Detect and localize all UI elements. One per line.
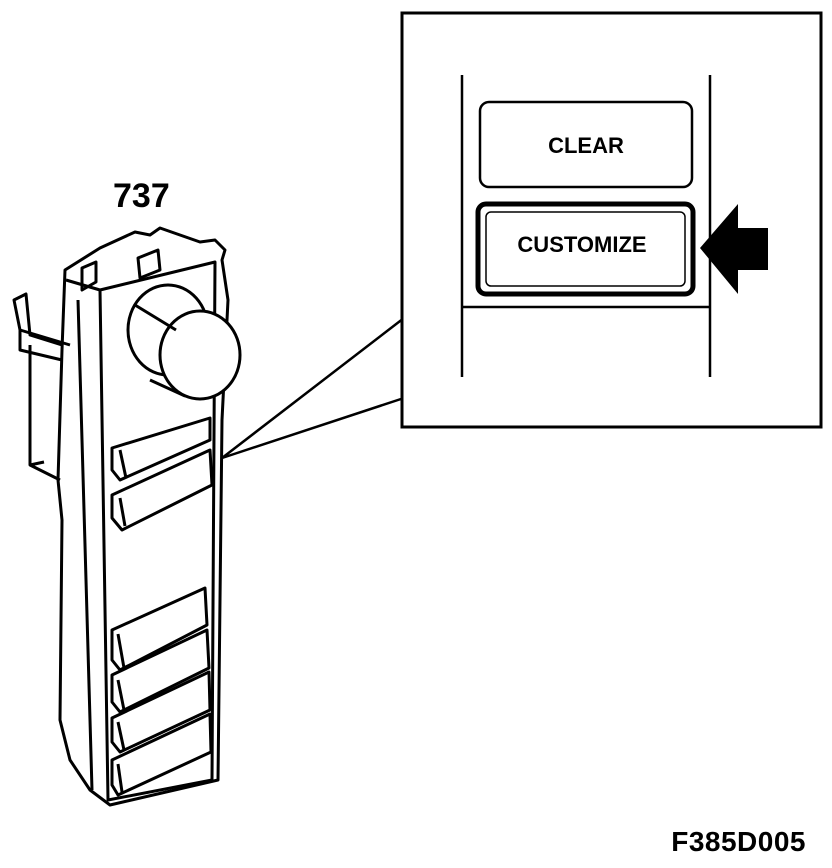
switch-button-customize: [110, 448, 214, 532]
clear-button-label: CLEAR: [548, 133, 624, 158]
customize-button: [475, 201, 696, 297]
figure-id: F385D005: [671, 826, 806, 857]
switch-button-upper: [110, 416, 212, 482]
clear-button: [478, 100, 694, 189]
switch-button-lower-4: [110, 712, 213, 797]
switch-button-lower-3: [110, 670, 212, 754]
switch-button-lower-1: [110, 586, 209, 672]
switch-module: [12, 226, 242, 807]
reference-number: 737: [113, 177, 170, 215]
rotary-knob-face: [158, 309, 242, 401]
arrow-left-icon: [700, 204, 768, 294]
housing-front: [98, 260, 217, 802]
callout-leader: [221, 317, 405, 460]
mounting-bracket: [12, 292, 71, 362]
customize-button-label: CUSTOMIZE: [517, 232, 646, 257]
detail-panel: CLEAR CUSTOMIZE: [400, 11, 823, 429]
switch-button-lower-2: [110, 628, 211, 714]
bracket-flange: [28, 345, 61, 482]
